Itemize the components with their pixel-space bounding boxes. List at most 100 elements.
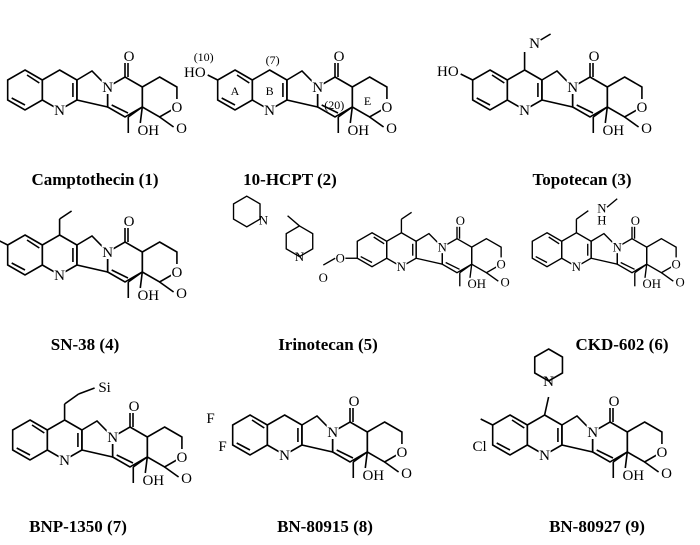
atom-label: N: [397, 260, 406, 274]
bond: [612, 451, 628, 463]
compound-caption: Topotecan (3): [532, 170, 631, 189]
bond: [139, 271, 144, 289]
atom-label: O: [171, 265, 182, 281]
atom-label: O: [631, 214, 640, 228]
atom-label: O: [124, 214, 135, 230]
bond: [236, 74, 250, 84]
atom-label: OH: [468, 277, 486, 291]
bond: [373, 236, 385, 245]
ring: [606, 76, 643, 118]
atom-label: OH: [643, 277, 661, 291]
bond: [459, 263, 473, 274]
atom-label: O: [589, 49, 600, 65]
substituent-label: HO: [184, 65, 206, 81]
atom-label: O: [349, 394, 360, 410]
atom-label: N: [519, 103, 530, 119]
atom-label: N: [102, 245, 113, 261]
compound-caption: 10-HCPT (2): [243, 170, 337, 189]
substituent-label: N: [529, 36, 540, 52]
bond: [352, 451, 368, 463]
bond: [535, 255, 548, 264]
bond: [111, 104, 129, 114]
bond: [236, 442, 251, 451]
bond: [26, 74, 40, 84]
atom-label: N: [54, 103, 65, 119]
atom-label: OH: [137, 123, 159, 139]
bond: [59, 210, 73, 220]
bond: [11, 97, 26, 106]
atom-label: OH: [602, 123, 624, 139]
ring: [6, 69, 44, 111]
bond: [592, 106, 608, 118]
bond: [624, 116, 640, 128]
atom-label: O: [396, 445, 407, 461]
atom-label: N: [587, 425, 598, 441]
bond: [480, 418, 494, 426]
atom-label: O: [386, 121, 397, 137]
atom-label: O: [672, 257, 681, 271]
annotation-label: (7): [266, 53, 280, 67]
atom-label: N: [59, 453, 70, 469]
bond: [511, 419, 525, 429]
atom-label: O: [334, 49, 345, 65]
atom-label: O: [129, 399, 140, 415]
atom-label: N: [572, 260, 581, 274]
atom-label: O: [176, 121, 187, 137]
bond: [496, 442, 511, 451]
ring: [6, 234, 44, 276]
bond: [540, 33, 552, 41]
substituent-label: Si: [98, 380, 111, 396]
bond: [364, 451, 369, 469]
bond: [644, 461, 660, 473]
ring: [356, 231, 388, 268]
bond: [16, 447, 31, 456]
atom-label: OH: [347, 123, 369, 139]
substituent-label: F: [206, 411, 214, 427]
atom-label: N: [264, 103, 275, 119]
bond: [634, 263, 648, 274]
atom-label: N: [54, 268, 65, 284]
bond: [624, 451, 629, 469]
atom-label: O: [676, 275, 685, 289]
bond: [116, 454, 134, 464]
bond: [322, 257, 336, 266]
atom-label: O: [176, 450, 187, 466]
bond: [604, 106, 609, 124]
ring: [285, 225, 314, 258]
bond: [576, 210, 589, 220]
annotation-label: (20): [324, 98, 344, 112]
ring: [11, 419, 49, 461]
atom-label: N: [107, 430, 118, 446]
bond: [469, 264, 473, 278]
bond: [620, 261, 635, 270]
atom-label: O: [636, 100, 647, 116]
bond: [491, 74, 505, 84]
bond: [661, 272, 674, 282]
ring: [626, 421, 663, 463]
bond: [596, 449, 614, 459]
bond: [132, 456, 148, 468]
bond: [26, 239, 40, 249]
bond: [486, 272, 499, 282]
compound-caption: BN-80915 (8): [277, 517, 373, 536]
ring-label: E: [364, 94, 371, 108]
substituent-label: N: [543, 374, 554, 390]
bond: [349, 106, 354, 124]
substituent-label: N: [295, 250, 304, 264]
substituent-label: Cl: [472, 439, 486, 455]
bond: [31, 424, 45, 434]
bond: [476, 97, 491, 106]
substituent-label: F: [218, 439, 226, 455]
ring-label: A: [231, 84, 240, 98]
bond: [144, 456, 149, 474]
substituent-label: N: [259, 213, 268, 227]
